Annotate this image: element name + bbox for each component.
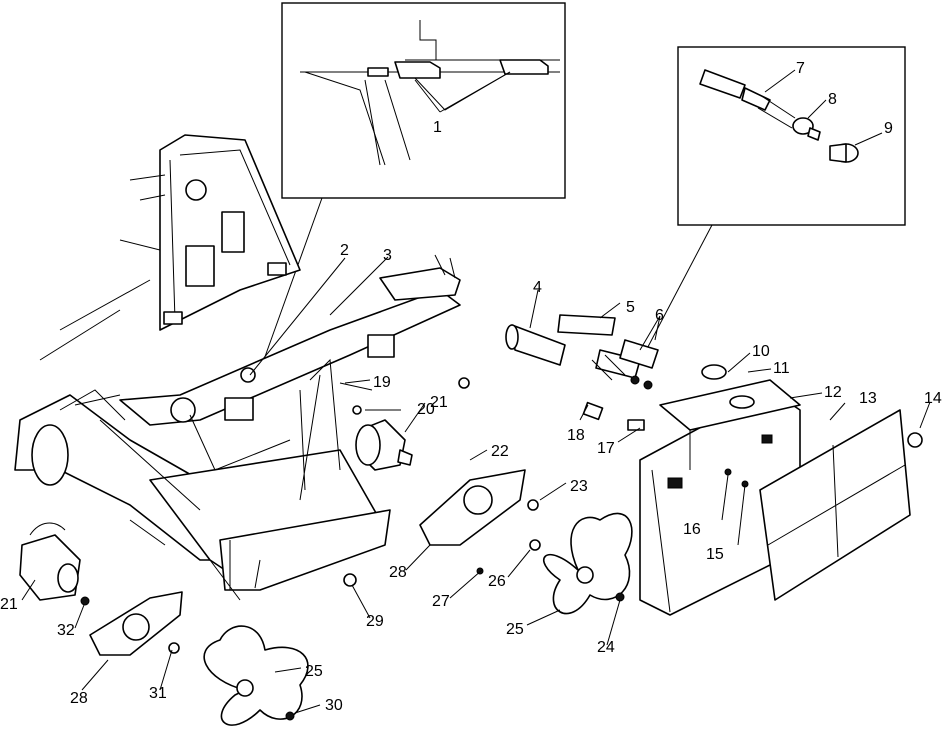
callout-26: 26	[488, 573, 506, 590]
callout-17: 17	[597, 440, 615, 457]
callout-14: 14	[924, 390, 942, 407]
callout-15: 15	[706, 546, 724, 563]
callout-6: 6	[655, 307, 664, 324]
callout-16: 16	[683, 521, 701, 538]
callout-1: 1	[433, 119, 442, 136]
callout-5: 5	[626, 299, 635, 316]
callout-28-left: 28	[70, 690, 88, 707]
callout-29: 29	[366, 613, 384, 630]
callout-12: 12	[824, 384, 842, 401]
callout-13: 13	[859, 390, 877, 407]
frame-assembly	[14, 134, 461, 601]
fan-motor-left	[19, 522, 357, 656]
inset-frame-detail	[281, 2, 566, 199]
callout-21-left: 21	[0, 596, 18, 613]
callout-27: 27	[432, 593, 450, 610]
fan-shroud	[759, 409, 923, 601]
callout-31: 31	[149, 685, 167, 702]
fasteners	[339, 382, 749, 575]
callout-28-right: 28	[389, 564, 407, 581]
callout-10: 10	[752, 343, 770, 360]
callout-3: 3	[383, 247, 392, 264]
callout-32: 32	[57, 622, 75, 639]
callout-24: 24	[597, 639, 615, 656]
callout-8: 8	[828, 91, 837, 108]
callout-21-right: 21	[430, 394, 448, 411]
callout-4: 4	[533, 279, 542, 296]
callout-18: 18	[567, 427, 585, 444]
callout-22: 22	[491, 443, 509, 460]
callout-23: 23	[570, 478, 588, 495]
callout-30: 30	[325, 697, 343, 714]
callout-7: 7	[796, 60, 805, 77]
callout-2: 2	[340, 242, 349, 259]
callout-25-right: 25	[506, 621, 524, 638]
fan-blade-left	[203, 625, 309, 726]
leader-lines	[21, 69, 931, 714]
callout-labels: 1 2 3 4 5 6 7 8 9 10 11 12 13 14 15 16 1…	[0, 60, 942, 714]
callout-25-left: 25	[305, 663, 323, 680]
fan-blade-right	[543, 512, 633, 615]
callout-11: 11	[773, 360, 790, 377]
callout-19: 19	[373, 374, 391, 391]
inset-connector-detail	[677, 46, 906, 226]
callout-9: 9	[884, 120, 893, 137]
hoses	[505, 314, 659, 431]
fan-motor-right	[355, 377, 541, 551]
callout-20: 20	[417, 401, 435, 418]
